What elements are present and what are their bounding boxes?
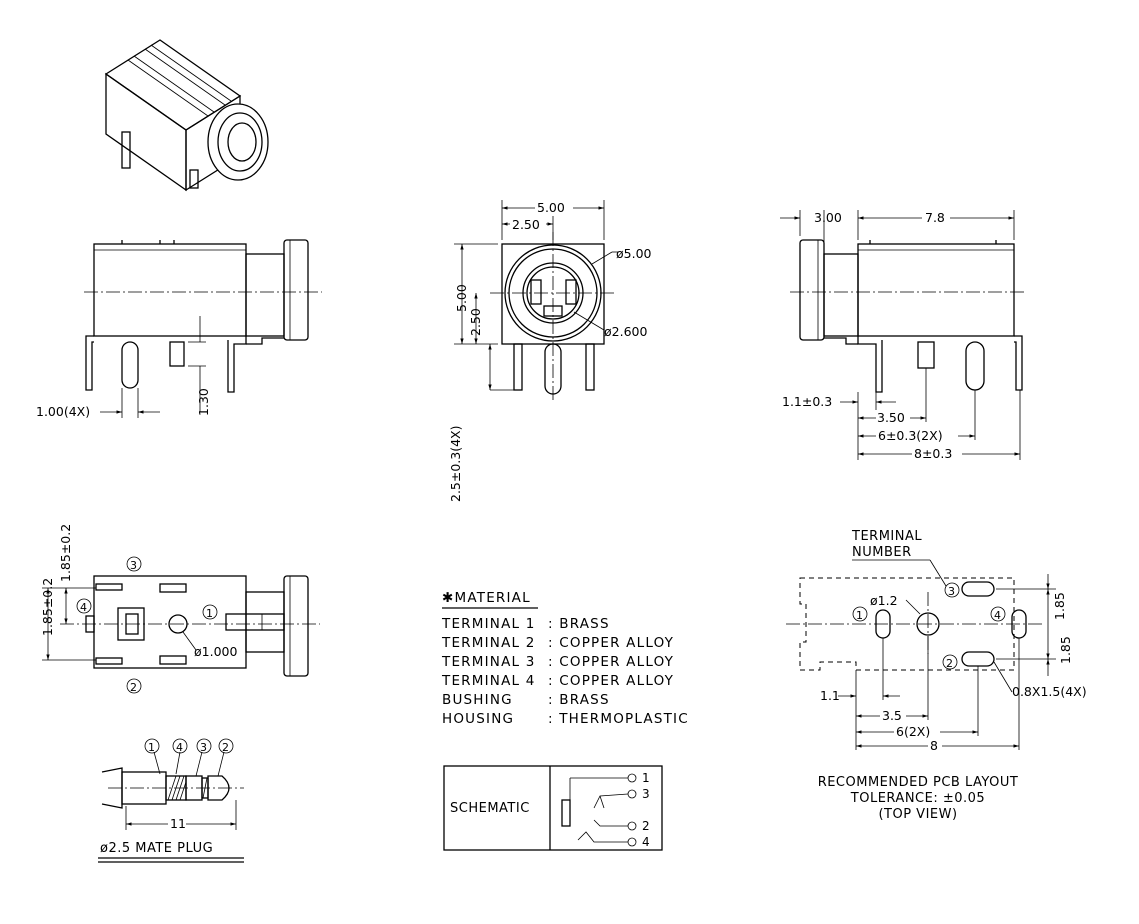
front-height-dim: 5.00	[454, 284, 469, 312]
pcb-x3-dim: 6(2X)	[896, 724, 930, 739]
pcb-terminal-label-1: TERMINAL	[851, 529, 922, 544]
schematic-box: SCHEMATIC 1 3 2 4	[443, 765, 663, 851]
bottom-offset-b-dim: 1.85±0.2	[58, 524, 73, 582]
left-pin-offset-dim: 1.30	[196, 388, 211, 416]
right-bushing-dim: 3.00	[814, 210, 842, 225]
pcb-layout-view: TERMINAL NUMBER 1 2 3 4 ø1.2 1.85 1.85 0…	[786, 529, 1087, 822]
mate-plug-view: 1 4 3 2 11 ø2.5 MATE PLUG	[98, 738, 244, 863]
front-outer-dia-dim: ø5.00	[616, 246, 652, 261]
material-part-1: TERMINAL 1	[441, 616, 536, 632]
pcb-x4-dim: 8	[930, 738, 938, 753]
right-pin-c-dim: 8±0.3	[914, 446, 952, 461]
right-pin-b-dim: 6±0.3(2X)	[878, 428, 943, 443]
pcb-caption-2: TOLERANCE: ±0.05	[850, 791, 985, 806]
material-part-6: HOUSING	[442, 711, 514, 727]
schematic-label: SCHEMATIC	[450, 801, 530, 816]
front-half-width-dim: 2.50	[512, 217, 540, 232]
schematic-pin-4: 4	[642, 835, 650, 849]
left-pin-dia-dim: 1.00(4X)	[36, 404, 90, 419]
pcb-terminal-4: 4	[994, 609, 1001, 622]
left-side-view: 1.00(4X) 1.30	[36, 239, 322, 419]
material-part-2: TERMINAL 2	[441, 635, 536, 651]
material-value-4: : COPPER ALLOY	[548, 673, 674, 689]
material-part-5: BUSHING	[442, 692, 513, 708]
schematic-pin-3: 3	[642, 787, 650, 801]
pcb-terminal-3: 3	[948, 585, 955, 598]
bottom-terminal-1: 1	[206, 607, 213, 620]
right-first-pin-dim: 1.1±0.3	[782, 394, 832, 409]
material-value-6: : THERMOPLASTIC	[548, 711, 689, 727]
plug-terminal-a: 1	[148, 741, 155, 754]
pcb-terminal-label-2: NUMBER	[852, 545, 912, 560]
bottom-terminal-4: 4	[80, 601, 87, 614]
material-value-2: : COPPER ALLOY	[548, 635, 674, 651]
front-half-height-dim: 2.50	[468, 308, 483, 336]
plug-terminal-b: 4	[176, 741, 183, 754]
bottom-terminal-3: 3	[130, 559, 137, 572]
material-value-1: : BRASS	[548, 616, 610, 632]
material-part-3: TERMINAL 3	[441, 654, 536, 670]
bottom-terminal-2: 2	[130, 681, 137, 694]
material-table: ✱MATERIAL TERMINAL 1 : BRASS TERMINAL 2 …	[441, 590, 689, 727]
pcb-caption-3: (TOP VIEW)	[878, 807, 957, 822]
front-pin-len-dim: 2.5±0.3(4X)	[448, 425, 463, 502]
front-inner-dia-dim: ø2.600	[604, 324, 647, 339]
right-side-view: 3.00 7.8 1.1±0.3 3.50 6±0.3(2X) 8±0.3	[780, 210, 1026, 461]
right-pin-a-dim: 3.50	[877, 410, 905, 425]
right-body-dim: 7.8	[925, 210, 945, 225]
plug-caption: ø2.5 MATE PLUG	[100, 841, 213, 856]
plug-terminal-d: 2	[222, 741, 229, 754]
plug-terminal-c: 3	[200, 741, 207, 754]
schematic-pin-2: 2	[642, 819, 650, 833]
pcb-x2-dim: 3.5	[882, 708, 902, 723]
bottom-offset-a-dim: 1.85±0.2	[40, 578, 55, 636]
pcb-x1-dim: 1.1	[820, 688, 840, 703]
material-value-3: : COPPER ALLOY	[548, 654, 674, 670]
pcb-y1-dim: 1.85	[1052, 592, 1067, 620]
pcb-terminal-2: 2	[946, 657, 953, 670]
bottom-hole-dim: ø1.000	[194, 644, 237, 659]
pcb-terminal-1: 1	[856, 609, 863, 622]
bottom-view: 1.85±0.2 1.85±0.2 ø1.000 1 2 3 4	[40, 524, 320, 694]
pcb-y2-dim: 1.85	[1058, 636, 1073, 664]
front-width-dim: 5.00	[537, 200, 565, 215]
material-part-4: TERMINAL 4	[441, 673, 536, 689]
isometric-view	[104, 39, 269, 192]
material-title: ✱MATERIAL	[442, 590, 531, 606]
pcb-caption-1: RECOMMENDED PCB LAYOUT	[818, 775, 1019, 790]
front-view: 5.00 2.50 5.00 2.50 ø5.00 ø2.600 2.5±0.3…	[448, 199, 652, 502]
schematic-pin-1: 1	[642, 771, 650, 785]
material-value-5: : BRASS	[548, 692, 610, 708]
plug-length-dim: 11	[170, 816, 186, 831]
pcb-slot-dim: 0.8X1.5(4X)	[1012, 684, 1087, 699]
pcb-hole-dim: ø1.2	[870, 593, 898, 608]
